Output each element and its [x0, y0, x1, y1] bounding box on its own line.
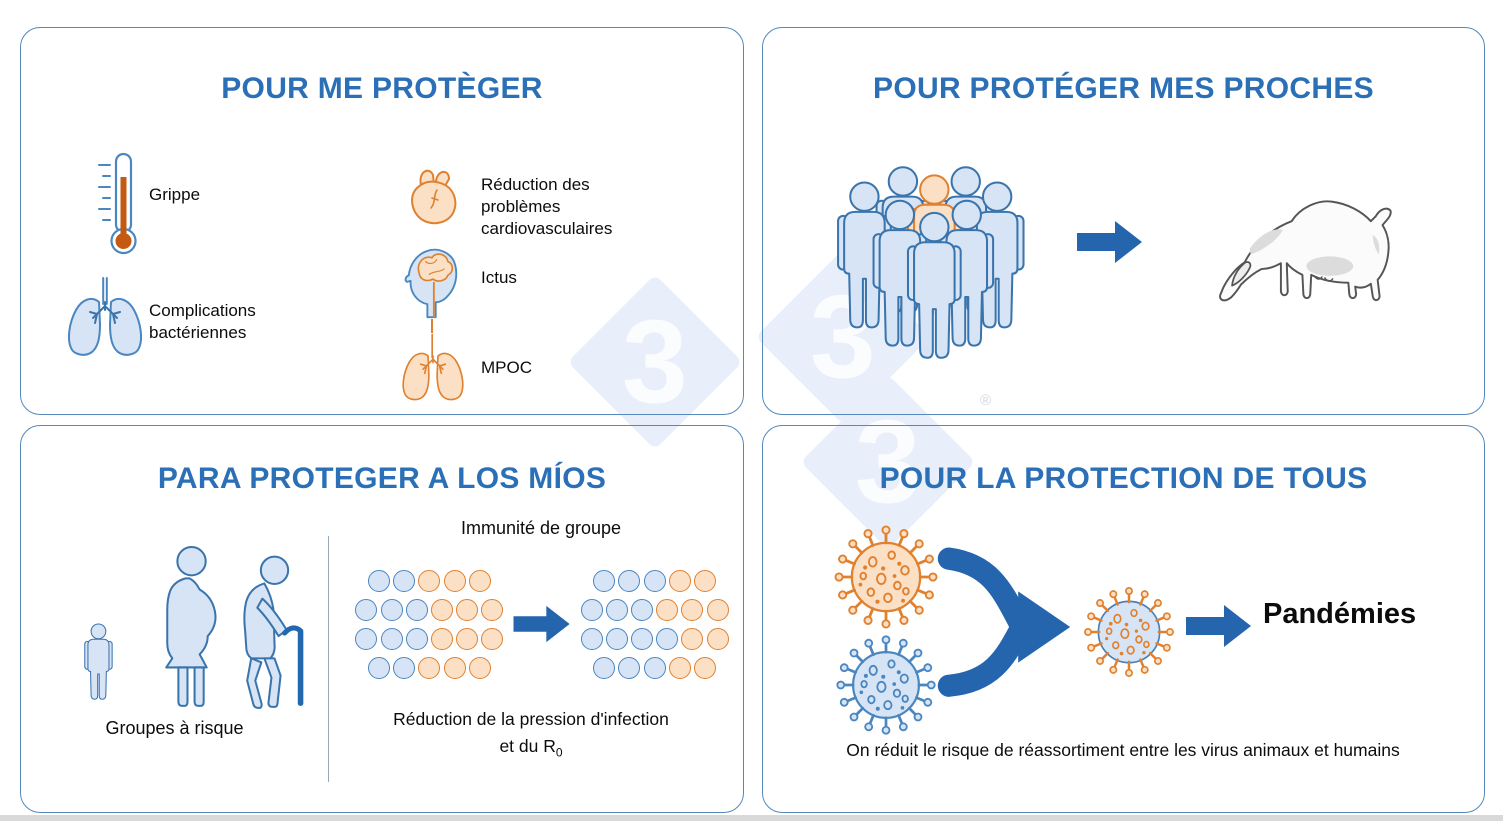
herd-dot-vaccinated: [643, 569, 666, 592]
risk-groups-icon: [84, 546, 304, 709]
herd-dot-vaccinated: [580, 627, 603, 650]
herd-dot-susceptible: [481, 598, 504, 621]
registered-mark: ®: [980, 392, 992, 409]
herd-dot-susceptible: [431, 598, 454, 621]
herd-dot-vaccinated: [393, 656, 416, 679]
herd-dot-vaccinated: [656, 627, 679, 650]
herd-dot-susceptible: [668, 656, 691, 679]
arrow-right-icon: [513, 605, 570, 643]
arrow-right-icon: [1077, 221, 1142, 263]
head-brain-icon: [404, 248, 458, 319]
panel-protect-all: POUR LA PROTECTION DE TOUS Pandémies On …: [762, 425, 1485, 813]
benefit-label-grippe: Grippe: [149, 185, 201, 204]
child-icon: [84, 623, 113, 700]
herd-dot-vaccinated: [368, 569, 391, 592]
herd-dot-vaccinated: [368, 656, 391, 679]
trachea-connector-line: [431, 319, 433, 333]
herd-dot-susceptible: [418, 569, 441, 592]
herd-dot-susceptible: [656, 598, 679, 621]
elderly-person-icon: [243, 555, 304, 709]
benefit-label-complications: Complications bactériennes: [149, 301, 256, 342]
herd-dot-vaccinated: [355, 627, 378, 650]
herd-dot-vaccinated: [580, 598, 603, 621]
herd-dot-susceptible: [456, 627, 479, 650]
herd-dot-susceptible: [431, 627, 454, 650]
benefit-label-ictus: Ictus: [481, 268, 517, 287]
herd-dot-vaccinated: [380, 627, 403, 650]
heart-icon: [411, 169, 457, 225]
herd-grid-before: [354, 566, 505, 682]
herd-dot-vaccinated: [405, 627, 428, 650]
panel-protect-mine: PARA PROTEGER A LOS MÍOS Groupes à risqu…: [20, 425, 744, 813]
herd-dot-vaccinated: [605, 627, 628, 650]
panel-protect-family: POUR PROTÉGER MES PROCHES: [762, 27, 1485, 415]
vertical-divider: [328, 536, 329, 782]
herd-dot-vaccinated: [355, 598, 378, 621]
herd-grid-after: [579, 566, 730, 682]
herd-dot-susceptible: [468, 569, 491, 592]
virus-icon-blue: [833, 632, 939, 738]
arrow-right-icon: [1186, 605, 1251, 647]
herd-dot-vaccinated: [380, 598, 403, 621]
crowd-icon: [837, 166, 1025, 359]
herd-dot-vaccinated: [618, 569, 641, 592]
risk-groups-label: Groupes à risque: [105, 718, 244, 738]
herd-dot-susceptible: [481, 627, 504, 650]
panel-title: POUR PROTÉGER MES PROCHES: [873, 72, 1374, 105]
herd-dot-susceptible: [681, 627, 704, 650]
herd-immunity-caption: Réduction de la pression d'infection et …: [311, 706, 751, 767]
merge-arrow-icon: [937, 547, 1071, 697]
caption-line-2: et du R0: [499, 736, 563, 760]
reassortment-caption: On réduit le risque de réassortiment ent…: [846, 740, 1400, 760]
bottom-strip: [0, 815, 1503, 821]
caption-line-1: Réduction de la pression d'infection: [393, 709, 669, 729]
herd-dot-vaccinated: [630, 598, 653, 621]
herd-dot-vaccinated: [593, 569, 616, 592]
panel-protect-me: POUR ME PROTÈGER Grippe Complications ba…: [20, 27, 744, 415]
herd-immunity-diagram: [343, 566, 741, 682]
herd-dot-susceptible: [681, 598, 704, 621]
herd-dot-vaccinated: [593, 656, 616, 679]
herd-immunity-title: Immunité de groupe: [460, 518, 622, 538]
herd-dot-vaccinated: [605, 598, 628, 621]
herd-dot-susceptible: [693, 656, 716, 679]
panel-title: PARA PROTEGER A LOS MÍOS: [157, 462, 607, 495]
panel-title: POUR ME PROTÈGER: [221, 72, 543, 105]
herd-dot-vaccinated: [405, 598, 428, 621]
lungs-icon: [67, 277, 143, 356]
panel-title: POUR LA PROTECTION DE TOUS: [879, 462, 1368, 495]
benefit-label-cardiovascular: Réduction des problèmes cardiovasculaire…: [481, 175, 613, 238]
herd-dot-susceptible: [468, 656, 491, 679]
herd-dot-susceptible: [706, 627, 729, 650]
thermometer-icon: [98, 152, 137, 255]
pig-icon: [1219, 200, 1392, 302]
herd-dot-vaccinated: [630, 627, 653, 650]
herd-dot-vaccinated: [618, 656, 641, 679]
herd-dot-susceptible: [443, 569, 466, 592]
virus-icon-hybrid: [1081, 584, 1177, 680]
herd-dot-susceptible: [456, 598, 479, 621]
herd-dot-vaccinated: [643, 656, 666, 679]
herd-dot-vaccinated: [393, 569, 416, 592]
herd-dot-susceptible: [706, 598, 729, 621]
pregnant-woman-icon: [165, 546, 217, 707]
pandemics-label: Pandémies: [1263, 598, 1417, 630]
virus-icon-orange: [831, 522, 941, 632]
lungs-copd-icon: [402, 333, 464, 401]
herd-dot-susceptible: [443, 656, 466, 679]
herd-dot-susceptible: [693, 569, 716, 592]
benefit-label-mpoc: MPOC: [481, 358, 532, 377]
herd-dot-susceptible: [418, 656, 441, 679]
herd-dot-susceptible: [668, 569, 691, 592]
